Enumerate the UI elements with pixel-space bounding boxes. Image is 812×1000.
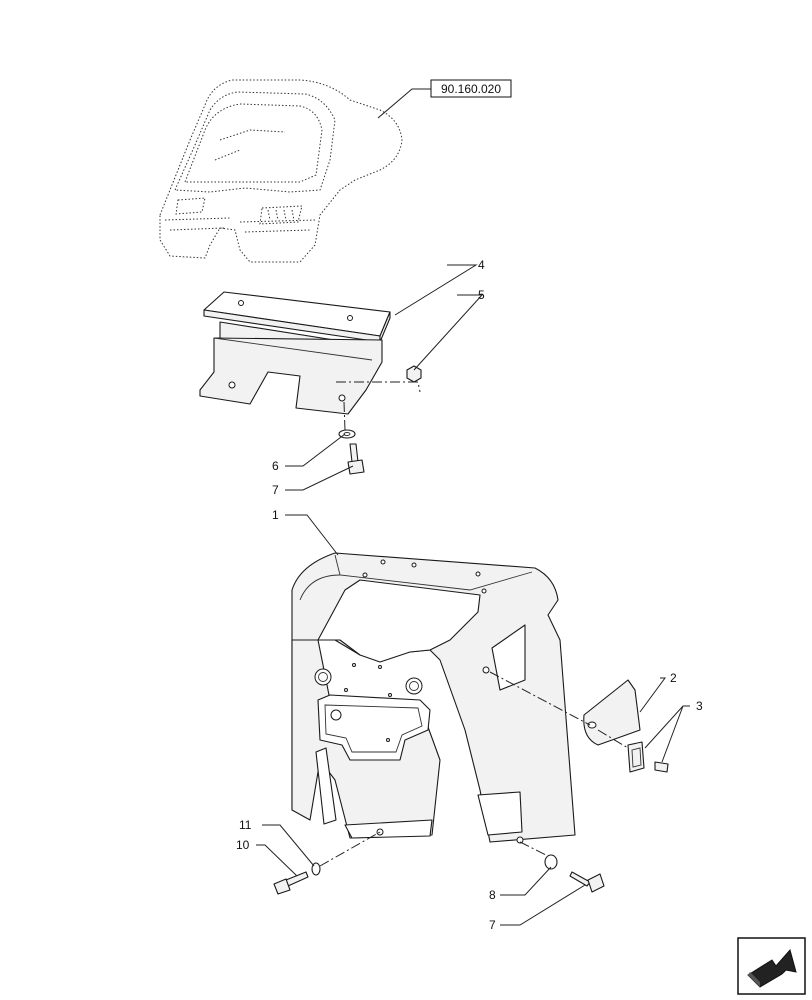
part-7-bolt-lower: [569, 871, 605, 893]
part-4-bracket: [199, 291, 391, 415]
reference-label: 90.160.020: [441, 82, 501, 96]
callout-6: 6: [272, 459, 279, 473]
callout-2: 2: [670, 671, 677, 685]
reference-label-box[interactable]: 90.160.020: [430, 79, 512, 98]
callout-7-lower: 7: [489, 918, 496, 932]
part-10-bolt: [273, 871, 309, 895]
part-8-washer: [544, 854, 558, 870]
instrument-cluster-outline: [159, 79, 403, 263]
part-3-clip: [627, 741, 669, 773]
callout-3: 3: [696, 699, 703, 713]
callout-7-upper: 7: [272, 483, 279, 497]
callout-4: 4: [478, 258, 485, 272]
part-2-cover-plate: [583, 679, 641, 746]
part-1-shroud: [291, 552, 576, 844]
next-page-arrow-icon[interactable]: [737, 937, 806, 995]
part-5-nut: [406, 365, 422, 383]
callout-11: 11: [239, 818, 252, 832]
part-7-bolt-upper: [347, 443, 365, 475]
callout-8: 8: [489, 888, 496, 902]
callout-5: 5: [478, 288, 485, 302]
callout-10: 10: [236, 838, 250, 852]
callout-1: 1: [272, 508, 279, 522]
